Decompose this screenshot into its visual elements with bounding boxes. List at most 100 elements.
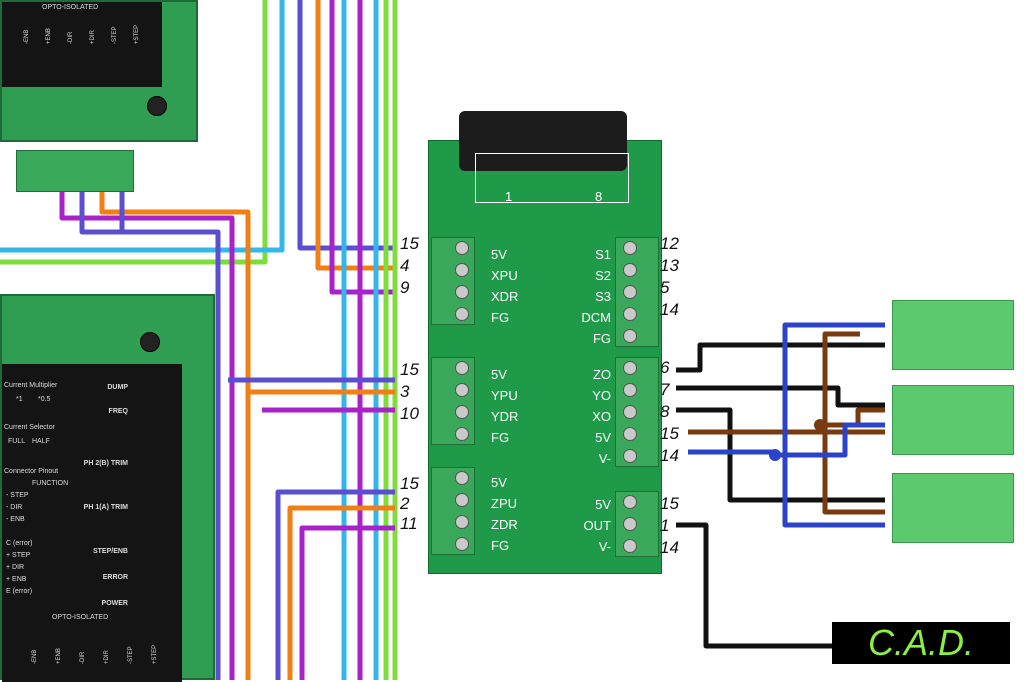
mount-screw-icon <box>140 332 160 352</box>
screw-icon <box>623 241 637 255</box>
driver-top-header: OPTO-ISOLATED <box>42 4 99 11</box>
screw-icon <box>623 285 637 299</box>
wire-black-7 <box>676 385 885 408</box>
terminal-block <box>615 491 659 557</box>
signal-label: +ENB <box>56 648 62 664</box>
board-label: FG <box>491 430 510 445</box>
screw-icon <box>623 539 637 553</box>
screw-icon <box>455 383 469 397</box>
board-label: YDR <box>491 409 519 424</box>
pinout-row: E (error) <box>6 588 33 595</box>
brown-junction <box>814 419 826 431</box>
signal-label: -DIR <box>80 651 86 664</box>
pin-number: 1 <box>660 516 670 535</box>
current-selector-title: Current Selector <box>4 424 55 431</box>
side-label: PH 2(B) TRIM <box>83 460 128 467</box>
screw-icon <box>623 307 637 321</box>
screw-icon <box>623 449 637 463</box>
current-selector-opt-2: HALF <box>32 438 50 445</box>
pin-number: 13 <box>660 256 679 275</box>
signal-label: +DIR <box>104 650 110 664</box>
pin-number: 14 <box>660 538 679 557</box>
pin-number: 4 <box>400 256 410 275</box>
pinout-row: - DIR <box>6 504 23 511</box>
screw-icon <box>623 405 637 419</box>
side-label: STEP/ENB <box>92 548 128 555</box>
current-multiplier-title: Current Multiplier <box>4 382 58 389</box>
wire-orange-top <box>99 175 251 680</box>
board-label: S2 <box>595 268 611 283</box>
pinout-row: + DIR <box>6 564 25 571</box>
pin-number: 15 <box>400 234 419 253</box>
board-label: FG <box>592 331 611 346</box>
sensor-2 <box>892 385 1014 455</box>
current-multiplier-opt-2: *0.5 <box>38 396 51 403</box>
pin-number: 15 <box>400 360 419 379</box>
screw-icon <box>455 515 469 529</box>
pinout-row: - ENB <box>6 516 25 523</box>
side-label: PH 1(A) TRIM <box>83 504 128 511</box>
screw-icon <box>623 361 637 375</box>
wire-black-8 <box>676 407 885 503</box>
signal-label: +ENB <box>46 28 52 44</box>
wire-cyan-1 <box>0 0 285 253</box>
side-label: FREQ <box>108 408 128 415</box>
pin-number: 15 <box>400 474 419 493</box>
screw-icon <box>623 329 637 343</box>
signal-label: -DIR <box>68 31 74 44</box>
pin-number: 10 <box>400 404 419 423</box>
db-outline <box>475 153 629 203</box>
pin-number: 7 <box>660 380 670 399</box>
screw-icon <box>455 241 469 255</box>
screw-icon <box>455 493 469 507</box>
signal-label: +STEP <box>134 24 140 44</box>
pin-number: 15 <box>660 424 679 443</box>
board-label: XDR <box>491 289 519 304</box>
board-label: 5V <box>595 497 611 512</box>
wire-orange-z <box>287 505 395 680</box>
screw-icon <box>623 517 637 531</box>
signal-label: +STEP <box>152 644 158 664</box>
wire-green-1 <box>0 0 268 265</box>
signal-label: -STEP <box>128 646 134 664</box>
side-label: ERROR <box>102 574 128 581</box>
pin-number: 3 <box>400 382 410 401</box>
pin-number: 5 <box>660 278 670 297</box>
current-multiplier-opt-1: *1 <box>16 396 23 403</box>
screw-icon <box>455 537 469 551</box>
screw-icon <box>455 285 469 299</box>
board-label: YO <box>592 388 611 403</box>
sensor-1 <box>892 300 1014 370</box>
driver-bottom: Current Multiplier *1 *0.5 Current Selec… <box>0 294 215 682</box>
board-label: XPU <box>491 268 518 283</box>
pinout-row: + ENB <box>6 576 27 583</box>
screw-icon <box>455 405 469 419</box>
pin-number: 9 <box>400 278 410 297</box>
board-label: 5V <box>491 367 507 382</box>
driver-bottom-panel: Current Multiplier *1 *0.5 Current Selec… <box>2 364 182 682</box>
screw-icon <box>623 427 637 441</box>
pin-number: 15 <box>660 494 679 513</box>
terminal-block <box>615 357 659 467</box>
signal-label: -STEP <box>112 26 118 44</box>
terminal-block <box>615 237 659 347</box>
pin-number: 2 <box>400 494 410 513</box>
blue-junction <box>769 449 781 461</box>
board-label: ZO <box>592 367 611 382</box>
pinout-row: - STEP <box>6 492 29 499</box>
mount-screw-icon <box>147 96 167 116</box>
db-connector <box>459 111 627 171</box>
board-label: 5V <box>491 475 507 490</box>
pinout-title: Connector Pinout <box>4 468 59 475</box>
wire-blue-sensors <box>775 322 885 528</box>
signal-label: -ENB <box>24 29 30 44</box>
board-label: YPU <box>491 388 518 403</box>
pin-number: 6 <box>660 358 670 377</box>
wire-purple-top <box>59 175 235 680</box>
board-label: S3 <box>595 289 611 304</box>
side-label: DUMP <box>107 384 128 391</box>
wire-purple-z <box>299 525 395 680</box>
